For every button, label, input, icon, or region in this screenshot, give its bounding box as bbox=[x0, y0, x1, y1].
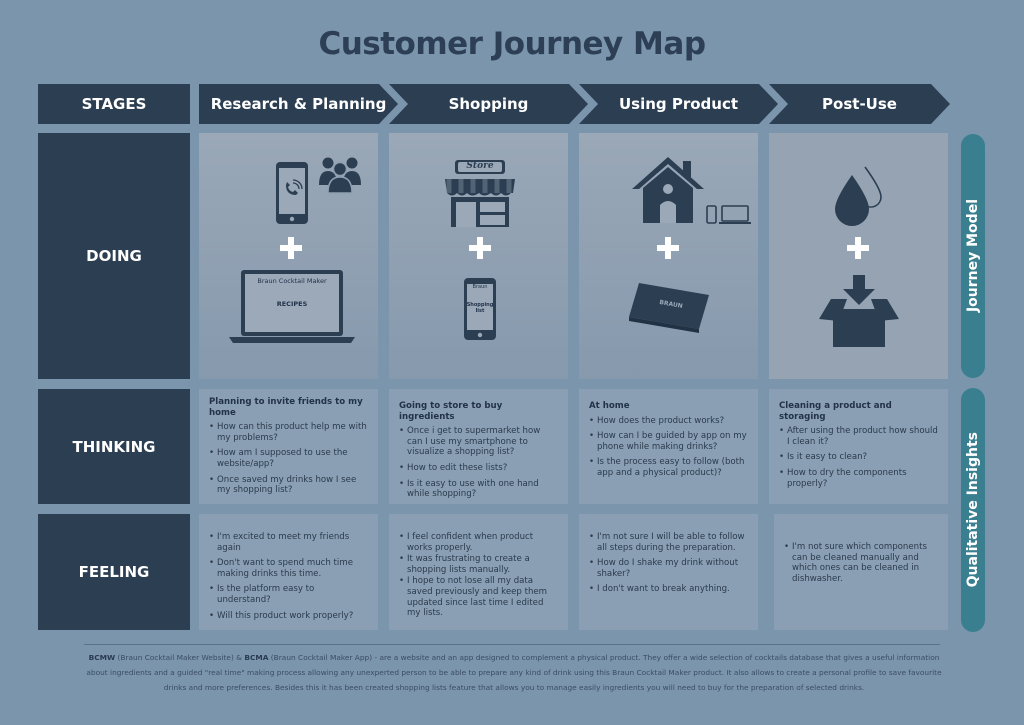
plus-icon bbox=[847, 237, 869, 259]
thinking-cell-research: Planning to invite friends to my home Ho… bbox=[199, 389, 378, 504]
stages-header: STAGES bbox=[38, 84, 190, 124]
doing-cell-post-use bbox=[769, 133, 948, 379]
feeling-cell-shopping: I feel confident when product works prop… bbox=[389, 514, 568, 630]
footer-divider bbox=[84, 644, 940, 645]
stage-research-planning: Research & Planning bbox=[199, 84, 398, 124]
stage-using-product: Using Product bbox=[579, 84, 778, 124]
list-item: Is it easy to clean? bbox=[779, 452, 938, 463]
journey-model-label: Journey Model bbox=[961, 134, 985, 378]
people-group-icon bbox=[319, 157, 361, 194]
stage-shopping: Shopping bbox=[389, 84, 588, 124]
phone-list-label: list bbox=[475, 308, 485, 314]
list-item: Is the platform easy to understand? bbox=[209, 584, 368, 605]
doing-cell-using: BRAUN bbox=[579, 133, 758, 379]
list-item: How am I supposed to use the website/app… bbox=[209, 448, 368, 469]
store-icon bbox=[445, 160, 515, 227]
feeling-cell-research: I'm excited to meet my friends again Don… bbox=[199, 514, 378, 630]
doing-cell-research: Braun Cocktail Maker RECIPES bbox=[199, 133, 378, 379]
row-label-thinking: THINKING bbox=[38, 389, 190, 504]
laptop-title: Braun Cocktail Maker bbox=[257, 277, 327, 285]
list-item: How do I shake my drink without shaker? bbox=[589, 558, 748, 579]
thinking-heading: Planning to invite friends to my home bbox=[209, 397, 363, 418]
qualitative-insights-text: Qualitative Insights bbox=[965, 432, 981, 588]
thinking-heading: At home bbox=[589, 401, 630, 411]
phone-call-icon bbox=[276, 162, 308, 224]
laptop-recipes-label: RECIPES bbox=[276, 300, 308, 308]
row-label-doing: DOING bbox=[38, 133, 190, 379]
stage-post-use: Post-Use bbox=[769, 84, 950, 124]
plus-icon bbox=[657, 237, 679, 259]
thinking-cell-using: At home How does the product works? How … bbox=[579, 389, 758, 504]
list-item: Once saved my drinks how I see my shoppi… bbox=[209, 475, 368, 496]
list-item: I'm not sure I will be able to follow al… bbox=[589, 532, 748, 553]
phone-shopping-label: Shopping bbox=[466, 302, 494, 308]
list-item: How can this product help me with my pro… bbox=[209, 422, 368, 443]
feeling-cell-post-use: I'm not sure which components can be cle… bbox=[774, 514, 948, 630]
list-item: I'm excited to meet my friends again bbox=[209, 532, 368, 553]
list-item: How to dry the components properly? bbox=[779, 468, 938, 489]
footer-text: (Braun Cocktail Maker App) - are a websi… bbox=[86, 653, 942, 692]
journey-model-text: Journey Model bbox=[965, 199, 981, 313]
thinking-cell-shopping: Going to store to buy ingredients Once i… bbox=[389, 389, 568, 504]
plus-icon bbox=[469, 237, 491, 259]
footer-bcmw: BCMW bbox=[88, 653, 116, 662]
thinking-heading: Going to store to buy ingredients bbox=[399, 401, 503, 422]
storage-box-icon bbox=[819, 275, 899, 347]
list-item: Is it easy to use with one hand while sh… bbox=[399, 479, 558, 500]
list-item: How to edit these lists? bbox=[399, 463, 558, 474]
list-item: Is the process easy to follow (both app … bbox=[589, 457, 748, 478]
doing-cell-shopping: Store Braun Shopping list bbox=[389, 133, 568, 379]
water-drops-icon bbox=[835, 166, 882, 226]
row-label-feeling: FEELING bbox=[38, 514, 190, 630]
feeling-cell-using: I'm not sure I will be able to follow al… bbox=[579, 514, 758, 630]
list-item: How does the product works? bbox=[589, 416, 748, 427]
list-item: Will this product work properly? bbox=[209, 611, 368, 622]
list-item: I feel confident when product works prop… bbox=[399, 532, 558, 553]
list-item: After using the product how should I cle… bbox=[779, 426, 938, 447]
smartphone-icon bbox=[464, 278, 496, 340]
page-title: Customer Journey Map bbox=[318, 26, 706, 62]
store-sign: Store bbox=[466, 161, 494, 171]
list-item: Once i get to supermarket how can I use … bbox=[399, 426, 558, 458]
thinking-heading: Cleaning a product and storaging bbox=[779, 401, 892, 422]
list-item: I don't want to break anything. bbox=[589, 584, 748, 595]
footer-description: BCMW (Braun Cocktail Maker Website) & BC… bbox=[84, 650, 944, 695]
cocktail-maker-device-icon bbox=[629, 283, 709, 333]
phone-brand: Braun bbox=[472, 284, 488, 290]
footer-bcma: BCMA bbox=[244, 653, 269, 662]
list-item: I'm not sure which components can be cle… bbox=[784, 542, 938, 584]
thinking-cell-post-use: Cleaning a product and storaging After u… bbox=[769, 389, 948, 504]
qualitative-insights-label: Qualitative Insights bbox=[961, 388, 985, 632]
laptop-icon bbox=[229, 270, 355, 343]
list-item: I hope to not lose all my data saved pre… bbox=[399, 576, 558, 618]
list-item: Don't want to spend much time making dri… bbox=[209, 558, 368, 579]
devices-icon bbox=[706, 205, 751, 224]
list-item: It was frustrating to create a shopping … bbox=[399, 554, 558, 575]
list-item: How can I be guided by app on my phone w… bbox=[589, 431, 748, 452]
footer-bcmw-desc: (Braun Cocktail Maker Website) & bbox=[115, 653, 245, 662]
house-icon bbox=[632, 157, 704, 223]
plus-icon bbox=[280, 237, 302, 259]
